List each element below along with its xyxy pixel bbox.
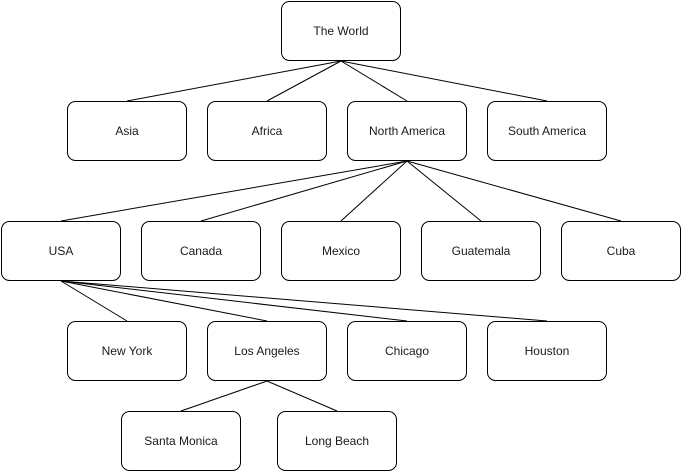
edge-usa-to-chicago [60,280,408,322]
node-box-africa [207,101,327,161]
node-world: The World [281,1,401,61]
edge-north-america-to-usa [60,160,408,222]
node-label-chicago: Chicago [385,344,429,358]
edge-world-to-asia [126,60,342,102]
node-box-asia [67,101,187,161]
node-houston: Houston [487,321,607,381]
edge-usa-to-los-angeles [60,280,268,322]
node-chicago: Chicago [347,321,467,381]
node-label-north-america: North America [369,124,445,138]
node-long-beach: Long Beach [277,411,397,471]
node-label-south-america: South America [508,124,586,138]
node-label-asia: Asia [115,124,139,138]
node-new-york: New York [67,321,187,381]
edge-north-america-to-mexico [340,160,408,222]
edge-los-angeles-to-santa-monica [180,380,268,412]
node-label-africa: Africa [252,124,283,138]
node-asia: Asia [67,101,187,161]
node-label-guatemala: Guatemala [452,244,511,258]
node-africa: Africa [207,101,327,161]
node-los-angeles: Los Angeles [207,321,327,381]
edge-world-to-north-america [340,60,408,102]
node-guatemala: Guatemala [421,221,541,281]
node-usa: USA [1,221,121,281]
node-label-cuba: Cuba [607,244,636,258]
node-north-america: North America [347,101,467,161]
node-label-usa: USA [49,244,74,258]
node-mexico: Mexico [281,221,401,281]
edge-los-angeles-to-long-beach [266,380,338,412]
edge-north-america-to-guatemala [406,160,482,222]
node-label-world: The World [313,24,368,38]
node-box-guatemala [421,221,541,281]
edge-world-to-africa [266,60,342,102]
node-cuba: Cuba [561,221,681,281]
node-box-new-york [67,321,187,381]
node-south-america: South America [487,101,607,161]
node-label-mexico: Mexico [322,244,360,258]
edge-world-to-south-america [340,60,548,102]
edge-usa-to-houston [60,280,548,322]
node-santa-monica: Santa Monica [121,411,241,471]
node-label-houston: Houston [525,344,570,358]
node-box-usa [1,221,121,281]
edges-layer [60,60,622,412]
node-box-chicago [347,321,467,381]
node-box-los-angeles [207,321,327,381]
edge-usa-to-new-york [60,280,128,322]
node-label-new-york: New York [102,344,154,358]
edge-north-america-to-canada [200,160,408,222]
node-box-world [281,1,401,61]
node-label-long-beach: Long Beach [305,434,369,448]
edge-north-america-to-cuba [406,160,622,222]
node-box-north-america [347,101,467,161]
node-box-houston [487,321,607,381]
node-label-santa-monica: Santa Monica [144,434,218,448]
node-label-canada: Canada [180,244,222,258]
node-box-mexico [281,221,401,281]
node-label-los-angeles: Los Angeles [234,344,299,358]
node-canada: Canada [141,221,261,281]
node-box-south-america [487,101,607,161]
node-box-canada [141,221,261,281]
